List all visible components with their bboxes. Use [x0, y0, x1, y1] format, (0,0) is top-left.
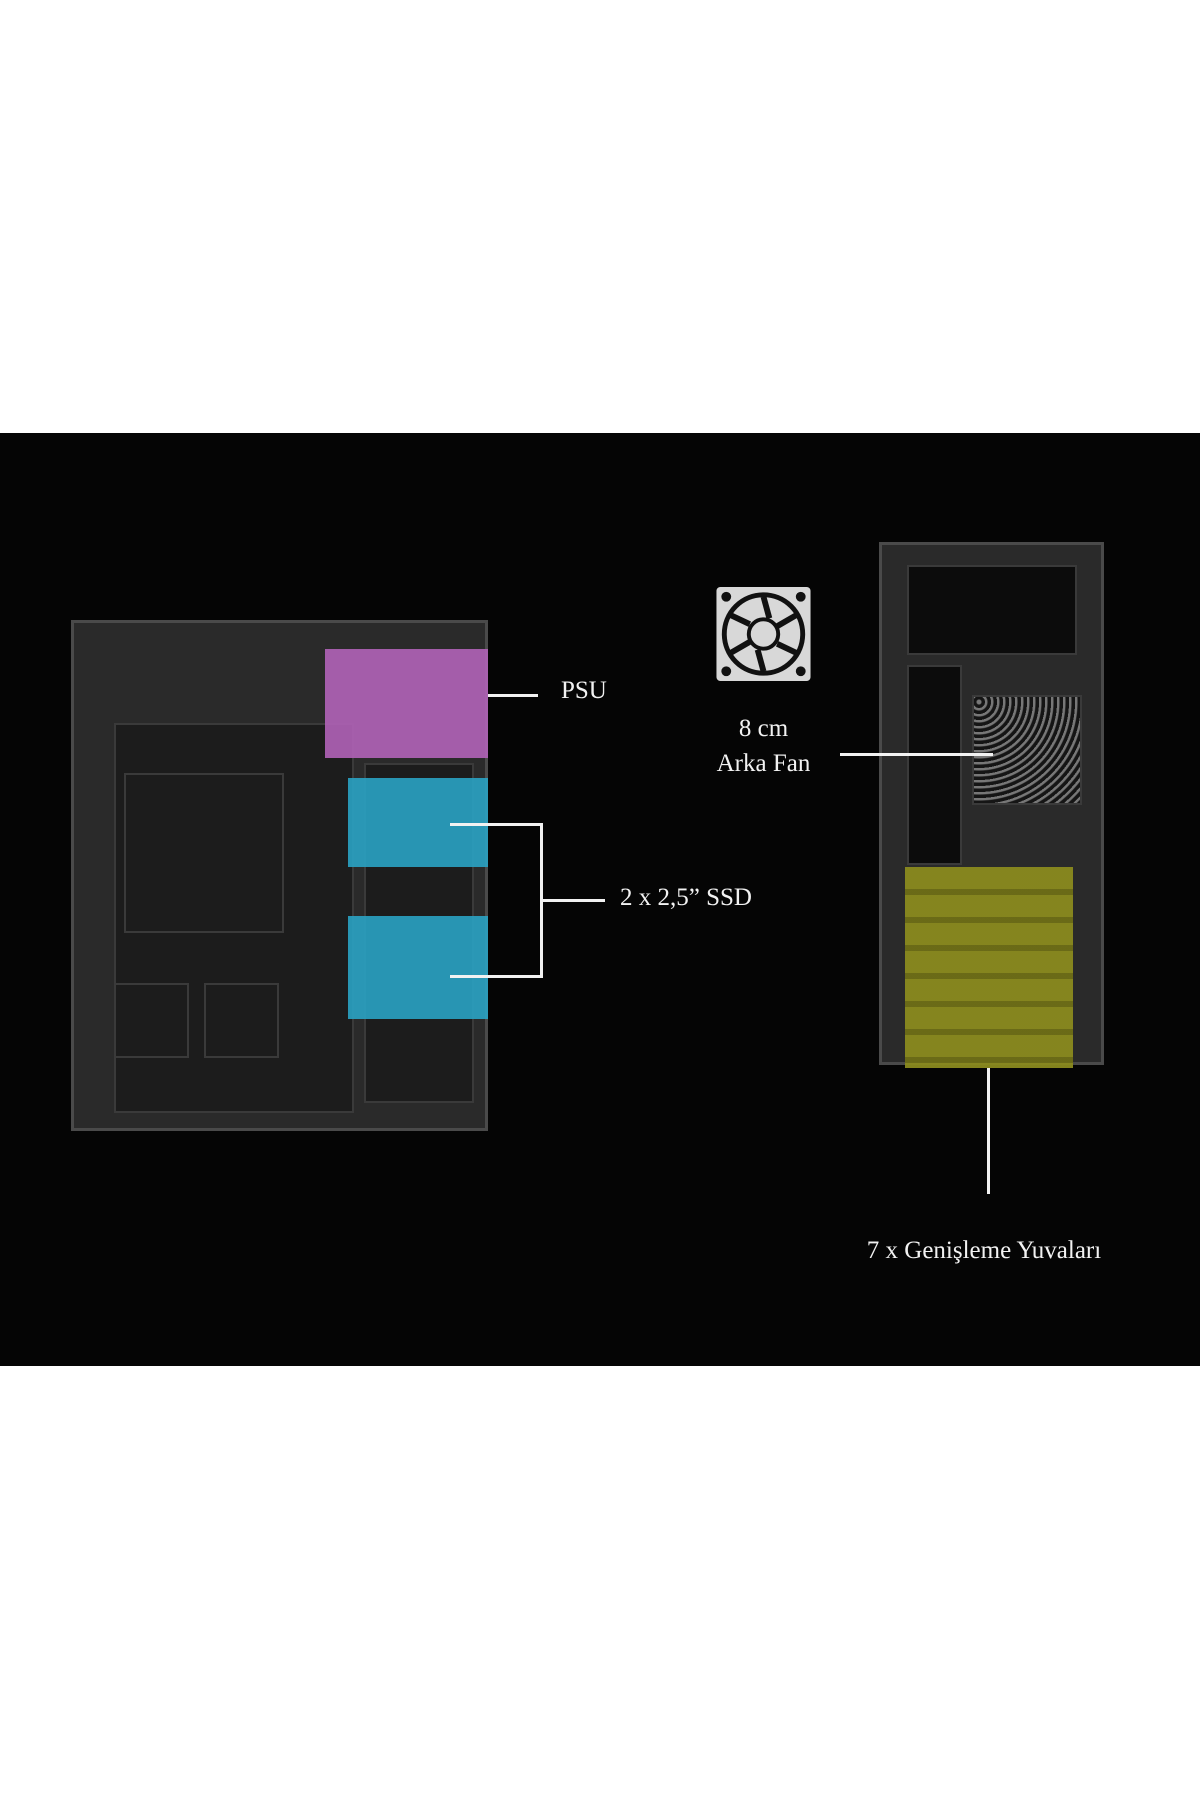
expansion-slots-highlight [905, 867, 1073, 1068]
ssd-highlight-2 [348, 916, 488, 1019]
ssd-bracket [540, 823, 543, 978]
fan-size-label: 8 cm [738, 715, 789, 742]
psu-callout-line [488, 694, 538, 697]
ssd-label: 2 x 2,5” SSD [620, 884, 752, 911]
cutout [114, 983, 189, 1058]
ssd-callout-line [542, 899, 605, 902]
fan-callout-line [840, 753, 993, 756]
psu-highlight [325, 649, 488, 758]
expansion-callout-line [987, 1068, 990, 1194]
cutout [204, 983, 279, 1058]
rear-fan-grill [972, 695, 1082, 805]
cutout [124, 773, 284, 933]
psu-label: PSU [561, 677, 607, 704]
ssd-callout-line-1 [450, 823, 542, 826]
top-opening [907, 565, 1077, 655]
rear-io-area [907, 665, 962, 865]
ssd-callout-line-2 [450, 975, 542, 978]
fan-name-label: Arka Fan [716, 750, 811, 777]
expansion-label: 7 x Genişleme Yuvaları [866, 1237, 1102, 1264]
fan-icon [714, 585, 813, 683]
ssd-highlight-1 [348, 778, 488, 867]
